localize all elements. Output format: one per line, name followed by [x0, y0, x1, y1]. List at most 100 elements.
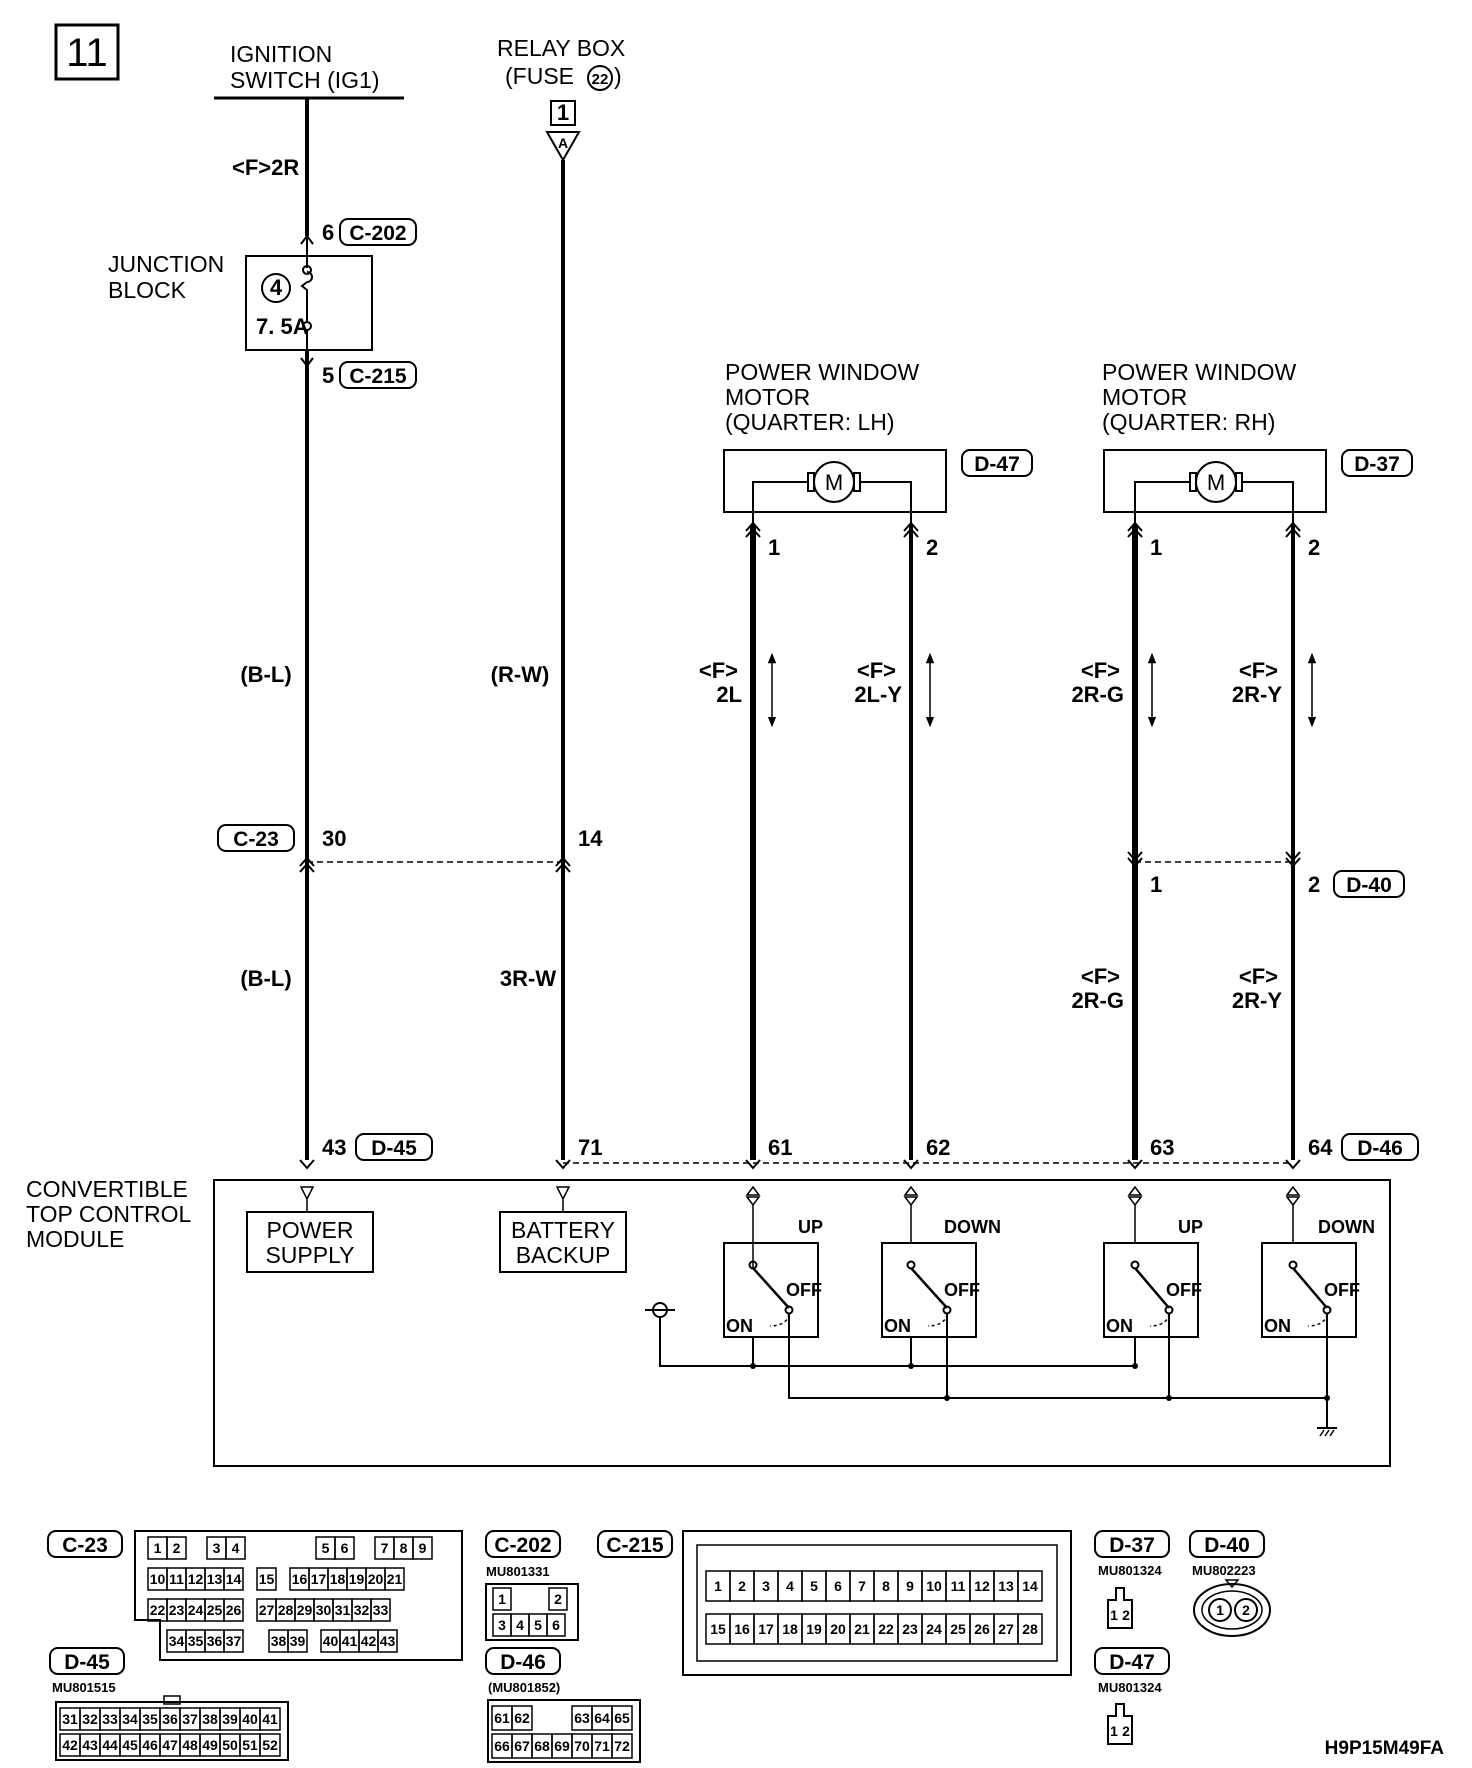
connector-pin-label: 14 [1022, 1578, 1038, 1594]
connector-pin-label: 13 [998, 1578, 1014, 1594]
connector-pin-label: 35 [188, 1633, 204, 1649]
connector-pin-label: 11 [169, 1571, 184, 1587]
switch-lh-down-off: OFF [944, 1280, 980, 1300]
connector-pin-cell [166, 1536, 187, 1560]
connector-pin-label: 51 [242, 1737, 258, 1753]
connector-pin-label: 62 [514, 1710, 530, 1726]
connector-pin-label: 40 [323, 1633, 339, 1649]
connector-pin-cell [223, 1567, 244, 1591]
connector-pin-label: 38 [202, 1711, 218, 1727]
cv-d37-pin1: 1 [1110, 1607, 1118, 1623]
connector-pin-label: 27 [998, 1621, 1014, 1637]
connector-pin-label: 29 [297, 1602, 313, 1618]
connector-pin-label: 24 [926, 1621, 942, 1637]
wire-lh-down-code: 2L-Y [854, 682, 902, 707]
connector-pin-label: 10 [926, 1578, 942, 1594]
cv-d37-part: MU801324 [1098, 1563, 1162, 1578]
wire-rh-up-prefix: <F> [1081, 658, 1120, 683]
cv-c202-part: MU801331 [486, 1564, 550, 1579]
connector-pin-label: 18 [330, 1571, 346, 1587]
connector-pin-label: 8 [400, 1540, 408, 1556]
ignition-switch-line1: IGNITION [230, 41, 332, 67]
connector-pin-label: 33 [102, 1711, 118, 1727]
connector-pin-label: 5 [810, 1578, 818, 1594]
page-number-box: 11 [54, 23, 120, 81]
connector-pin-label: 25 [950, 1621, 966, 1637]
connector-pin-label: 46 [142, 1737, 158, 1753]
cv-d46-part: (MU801852) [488, 1680, 560, 1695]
motor-lh: POWER WINDOW MOTOR (QUARTER: LH) M D-47 … [723, 359, 1033, 560]
connector-pin-label: 17 [311, 1571, 327, 1587]
connector-view-d47: D-47 MU801324 1 2 [1094, 1647, 1170, 1745]
relay-fuse-number: 22 [592, 71, 609, 88]
connector-pin-label: 68 [534, 1738, 550, 1754]
connector-pin-label: 25 [207, 1602, 223, 1618]
wire-rh-down-code: 2R-Y [1232, 682, 1282, 707]
junction-block-line2: BLOCK [108, 277, 187, 303]
connector-pin-label: 9 [906, 1578, 914, 1594]
connector-pin-label: 2 [554, 1591, 562, 1607]
jb-out-pin: 5 [322, 363, 334, 388]
switch-lh-down-name: DOWN [944, 1217, 1001, 1237]
battery-backup-line1: BATTERY [511, 1217, 615, 1243]
connector-pin-label: 34 [122, 1711, 138, 1727]
motor-lh-line1: POWER WINDOW [725, 359, 919, 385]
connector-pin-cell [384, 1567, 405, 1591]
ground-icon [1317, 1427, 1337, 1437]
connector-pin-label: 39 [222, 1711, 238, 1727]
connector-pin-label: 50 [222, 1737, 238, 1753]
connector-pin-label: 49 [202, 1737, 218, 1753]
connector-pin-label: 26 [974, 1621, 990, 1637]
connector-pin-cell [548, 1587, 568, 1611]
wire-rh-up-code: 2R-G [1071, 682, 1124, 707]
d46-label: D-46 [1357, 1137, 1403, 1160]
connector-pin-cell [259, 1733, 281, 1757]
connector-pin-label: 42 [62, 1737, 78, 1753]
motor-rh-line3: (QUARTER: RH) [1102, 409, 1275, 435]
connector-pin-label: 15 [710, 1621, 726, 1637]
d40-wire1-code: 2R-G [1071, 988, 1124, 1013]
connector-pin-cell [511, 1705, 533, 1731]
connector-pin-label: 37 [182, 1711, 198, 1727]
connector-pin-label: 36 [207, 1633, 223, 1649]
ignition-switch: IGNITION SWITCH (IG1) [214, 41, 404, 100]
connector-pin-cell [377, 1629, 398, 1653]
cv-c202-label: C-202 [494, 1534, 551, 1557]
connector-pin-label: 7 [858, 1578, 866, 1594]
connector-pin-label: 61 [494, 1710, 510, 1726]
connector-pin-cell [259, 1707, 281, 1731]
connector-pin-label: 1 [498, 1591, 506, 1607]
connector-pin-label: 9 [419, 1540, 427, 1556]
power-wire-upper: (B-L) [240, 662, 291, 687]
connector-pin-label: 4 [516, 1617, 524, 1633]
connector-pin-label: 28 [1022, 1621, 1038, 1637]
connector-pin-label: 72 [614, 1738, 630, 1754]
switch-rh-down-name: DOWN [1318, 1217, 1375, 1237]
connector-pin-label: 52 [262, 1737, 278, 1753]
d40-wire2-code: 2R-Y [1232, 988, 1282, 1013]
switch-lh-up: UP ON OFF [723, 1185, 823, 1338]
connector-pin-label: 19 [349, 1571, 365, 1587]
connector-pin-label: 64 [594, 1710, 610, 1726]
switch-lh-up-name: UP [798, 1217, 823, 1237]
cv-d40-part: MU802223 [1192, 1563, 1256, 1578]
connector-pin-cell [492, 1587, 512, 1611]
connector-pin-label: 7 [381, 1540, 389, 1556]
d40-connector: 1 2 D-40 <F> 2R-G <F> 2R-Y [1071, 851, 1405, 1013]
c23-connector: C-23 30 14 [217, 824, 603, 873]
connector-pin-label: 3 [213, 1540, 221, 1556]
connector-pin-label: 42 [361, 1633, 377, 1649]
connector-pin-label: 16 [734, 1621, 750, 1637]
wire-rh-down-prefix: <F> [1239, 658, 1278, 683]
junction-block-line1: JUNCTION [108, 251, 224, 277]
module-connector-row: 43 D-45 71 61 62 63 64 D-46 [299, 1133, 1419, 1170]
connector-pin-label: 1 [714, 1578, 722, 1594]
connector-pin-label: 43 [380, 1633, 396, 1649]
connector-pin-label: 41 [262, 1711, 278, 1727]
connector-pin-label: 67 [514, 1738, 530, 1754]
connector-pin-label: 14 [226, 1571, 242, 1587]
cv-d47-pin1: 1 [1110, 1723, 1118, 1739]
